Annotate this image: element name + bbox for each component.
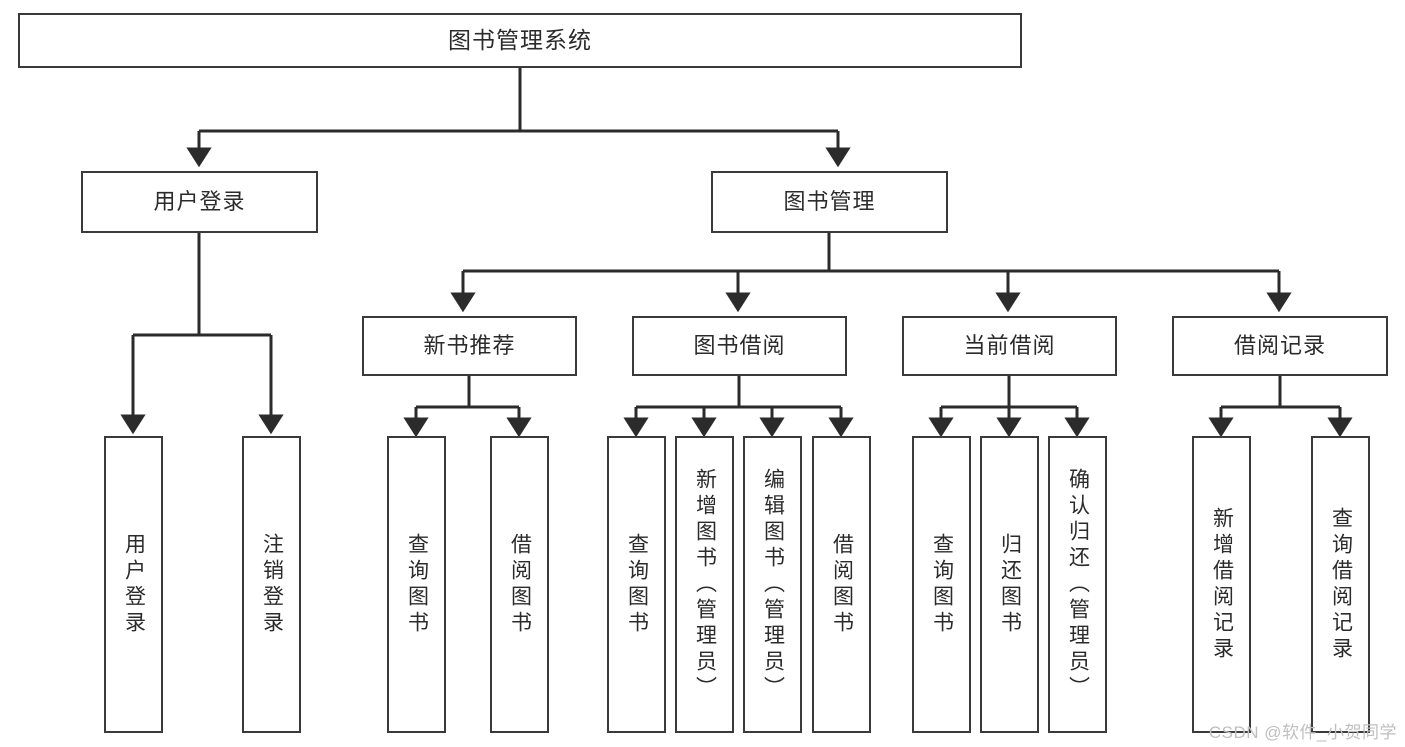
node-label: 图书管理系统	[448, 26, 592, 53]
leaf-query-borrow-record[interactable]: 查询借阅记录	[1311, 436, 1370, 733]
node-user-login[interactable]: 用户登录	[81, 171, 318, 233]
node-label: 用户登录	[122, 532, 146, 637]
node-label: 确认归还（管理员）	[1066, 467, 1090, 702]
node-label: 查询借阅记录	[1329, 506, 1353, 663]
csdn-watermark: CSDN @软件_小贺同学	[1208, 723, 1397, 742]
node-label: 图书管理	[783, 188, 876, 214]
leaf-return-book[interactable]: 归还图书	[980, 436, 1039, 733]
node-label: 注销登录	[260, 532, 284, 637]
leaf-query-book-current[interactable]: 查询图书	[912, 436, 971, 733]
leaf-borrow-book-rec[interactable]: 借阅图书	[490, 436, 549, 733]
leaf-add-borrow-record[interactable]: 新增借阅记录	[1192, 436, 1251, 733]
node-label: 借阅记录	[1233, 332, 1326, 358]
node-label: 查询图书	[625, 532, 649, 637]
leaf-add-book-admin[interactable]: 新增图书（管理员）	[675, 436, 734, 733]
node-book-borrow[interactable]: 图书借阅	[632, 316, 847, 376]
node-book-manage[interactable]: 图书管理	[711, 171, 948, 233]
node-borrow-record[interactable]: 借阅记录	[1172, 316, 1388, 376]
node-label: 借阅图书	[508, 532, 532, 637]
node-label: 编辑图书（管理员）	[761, 467, 785, 702]
leaf-user-login[interactable]: 用户登录	[104, 436, 163, 733]
node-label: 归还图书	[998, 532, 1022, 637]
node-current-borrow[interactable]: 当前借阅	[902, 316, 1117, 376]
node-label: 新增借阅记录	[1210, 506, 1234, 663]
node-label: 新增图书（管理员）	[693, 467, 717, 702]
leaf-edit-book-admin[interactable]: 编辑图书（管理员）	[743, 436, 802, 733]
leaf-confirm-return-admin[interactable]: 确认归还（管理员）	[1048, 436, 1107, 733]
leaf-query-book-rec[interactable]: 查询图书	[387, 436, 446, 733]
leaf-logout-login[interactable]: 注销登录	[242, 436, 301, 733]
node-new-book-recommend[interactable]: 新书推荐	[362, 316, 577, 376]
node-label: 借阅图书	[830, 532, 854, 637]
node-label: 图书借阅	[693, 332, 786, 358]
node-label: 查询图书	[405, 532, 429, 637]
node-label: 用户登录	[153, 188, 246, 214]
node-label: 当前借阅	[963, 332, 1056, 358]
leaf-query-book-borrow[interactable]: 查询图书	[607, 436, 666, 733]
node-label: 查询图书	[930, 532, 954, 637]
node-label: 新书推荐	[423, 332, 516, 358]
leaf-borrow-book[interactable]: 借阅图书	[812, 436, 871, 733]
node-root-system[interactable]: 图书管理系统	[18, 13, 1022, 68]
